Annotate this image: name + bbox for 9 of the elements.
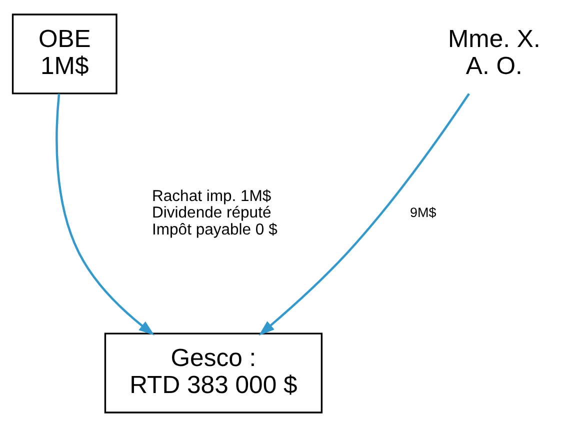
node-box: OBE 1M$ <box>12 14 118 94</box>
arrow <box>56 94 154 336</box>
node-text: Mme. X. A. O. <box>448 26 540 80</box>
edge-label: 9M$ <box>410 204 436 220</box>
label: Impôt payable 0 $ <box>152 222 278 239</box>
arrow <box>258 93 470 336</box>
label: Dividende réputé <box>152 204 272 222</box>
label: Rachat imp. 1M$ <box>152 188 272 205</box>
node-box: Gesco : RTD 383 000 $ <box>104 332 323 414</box>
